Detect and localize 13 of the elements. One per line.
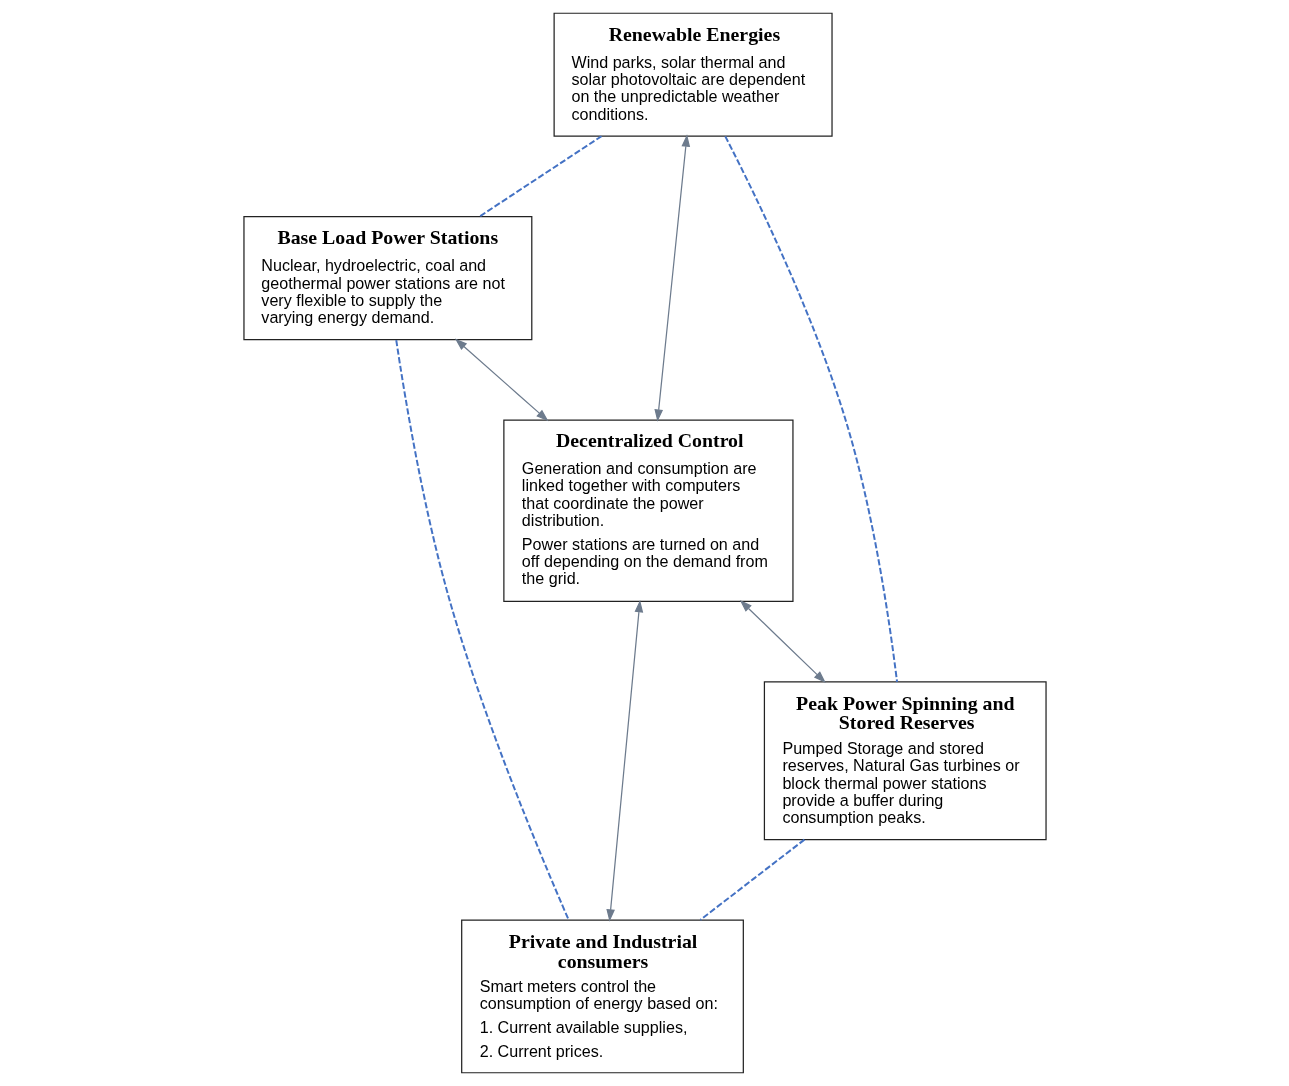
connector	[698, 838, 805, 921]
arrow	[454, 338, 548, 422]
node-box: Base Load Power Stations Nuclear, hydroelectric, coal and geothermal power stations are not very flexible to supply the varying energy demand.	[242, 216, 532, 341]
node-box: Private and Industrial consumers Smart meters control the consumption of energy based on: 1. Current available supplies, 2. Current prices.	[460, 919, 744, 1074]
node-box: Renewable Energies Wind parks, solar thermal and solar photovoltaic are dependent on the unpredictable weather conditions.	[553, 12, 833, 137]
node-box: Decentralized Control Generation and consumption are linked together with computers that coordinate the power distribution. Power stations are turned on and off depending on the demand from the grid.	[502, 419, 794, 602]
arrow	[653, 134, 690, 422]
connector	[723, 135, 898, 683]
arrow	[739, 600, 826, 684]
arrow	[605, 599, 643, 922]
connector	[477, 135, 602, 218]
connector	[394, 339, 570, 921]
node-box: Peak Power Spinning and Stored Reserves Pumped Storage and stored reserves, Natural Gas turbines or block thermal power stations provide a buffer during consumption peaks.	[763, 681, 1047, 841]
